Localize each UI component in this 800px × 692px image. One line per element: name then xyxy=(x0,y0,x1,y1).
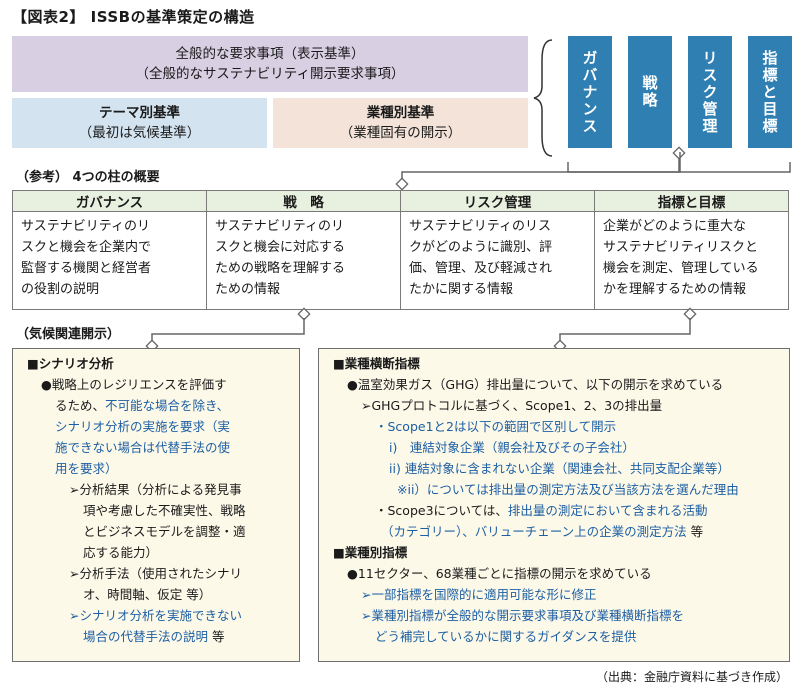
table-cell-metrics: 企業がどのように重大な サステナビリティリスクと 機会を測定、管理している かを… xyxy=(594,211,789,310)
pillar-governance: ガバナンス xyxy=(568,36,612,148)
brace-connector-diagram xyxy=(533,39,791,173)
scenario-heading: ■シナリオ分析 xyxy=(27,356,114,371)
metrics-diamond xyxy=(683,307,697,321)
table-cell-governance: サステナビリティのリ スクと機会を企業内で 監督する機関と経営者 の役割の説明 xyxy=(12,211,207,310)
scenario-line: ➢シナリオ分析を実施できない xyxy=(69,608,242,623)
metrics-line: ●11セクター、68業種ごとに指標の開示を求めている xyxy=(347,566,652,581)
metrics-line: ➢GHGプロトコルに基づく、Scope1、2、3の排出量 xyxy=(361,398,663,413)
industry-line2: （業種固有の開示） xyxy=(339,125,462,141)
cell-line: ための戦略を理解する xyxy=(215,261,346,276)
table-header-metrics: 指標と目標 xyxy=(594,190,789,212)
cell-line: 企業がどのように重大な xyxy=(603,219,747,234)
table-header-risk: リスク管理 xyxy=(400,190,595,212)
scenario-line: 応する能力） xyxy=(83,545,159,560)
bracket-diamond xyxy=(672,146,686,160)
metrics-line: ➢業種別指標が全般的な開示要求事項及び業種横断指標を xyxy=(361,608,684,623)
table-header-strategy: 戦 略 xyxy=(206,190,401,212)
theme-line1: テーマ別基準 xyxy=(99,105,180,121)
table-header-governance: ガバナンス xyxy=(12,190,207,212)
metrics-line: ・Scope1と2は以下の範囲で区別して開示 xyxy=(375,419,617,434)
table-cell-risk: サステナビリティのリス クがどのように識別、評 価、管理、及び軽減され たかに関… xyxy=(400,211,595,310)
strategy-diamond xyxy=(297,307,311,321)
general-line2: （全般的なサステナビリティ開示要求事項） xyxy=(135,66,405,82)
cell-line: の役割の説明 xyxy=(21,282,100,297)
industry-metrics-heading: ■業種別指標 xyxy=(333,545,408,560)
cell-line: クがどのように識別、評 xyxy=(409,240,553,255)
metrics-line: どう補完しているかに関するガイダンスを提供 xyxy=(375,629,637,644)
cell-line: スクと機会に対応する xyxy=(215,240,346,255)
scenario-line: とビジネスモデルを調整・適 xyxy=(83,524,246,539)
scenario-line: ➢分析手法（使用されたシナリ xyxy=(69,566,242,581)
scenario-line: 場合の代替手法の説明 等 xyxy=(83,629,225,644)
cell-line: たかに関する情報 xyxy=(409,282,514,297)
climate-label: （気候関連開示） xyxy=(16,327,121,342)
industry-line1: 業種別基準 xyxy=(366,105,435,121)
metrics-line: ・Scope3については、排出量の測定において含まれる活動 xyxy=(375,503,708,518)
figure-title: 【図表2】 ISSBの基準策定の構造 xyxy=(12,8,255,26)
metrics-line: ➢一部指標を国際的に適用可能な形に修正 xyxy=(361,587,597,602)
pillar-risk-management: リスク管理 xyxy=(688,36,732,148)
scenario-line: 項や考慮した不確実性、戦略 xyxy=(83,503,246,518)
metrics-line: i) 連結対象企業（親会社及びその子会社） xyxy=(389,440,635,455)
scenario-analysis-panel: ■シナリオ分析 ●戦略上のレジリエンスを評価す るため、不可能な場合を除き、 シ… xyxy=(12,348,300,662)
cell-line: スクと機会を企業内で xyxy=(21,240,152,255)
reference-diamond xyxy=(395,177,409,191)
theme-line2: （最初は気候基準） xyxy=(78,125,201,141)
metrics-line: ii) 連結対象に含まれない企業（関連会社、共同支配企業等） xyxy=(389,461,730,476)
cell-line: 価、管理、及び軽減され xyxy=(409,261,553,276)
metrics-line: （カテゴリー）、バリューチェーン上の企業の測定方法 等 xyxy=(381,524,704,539)
scenario-line: ➢分析結果（分析による発見事 xyxy=(69,482,242,497)
cell-line: 監督する機関と経営者 xyxy=(21,261,152,276)
reference-label: （参考） 4つの柱の概要 xyxy=(16,170,160,185)
cell-line: サステナビリティのリ xyxy=(21,219,150,234)
cell-line: ための情報 xyxy=(215,282,281,297)
industry-standard-box: 業種別基準 （業種固有の開示） xyxy=(273,98,528,148)
scenario-line: シナリオ分析の実施を要求（実 xyxy=(55,419,231,434)
scenario-line: 用を要求） xyxy=(55,461,118,476)
scenario-line: オ、時間軸、仮定 等） xyxy=(83,587,212,602)
general-requirements-box: 全般的な要求事項（表示基準） （全般的なサステナビリティ開示要求事項） xyxy=(12,36,528,92)
scenario-line: 施できない場合は代替手法の使 xyxy=(55,440,231,455)
cell-line: サステナビリティリスクと xyxy=(603,240,758,255)
table-cell-strategy: サステナビリティのリ スクと機会に対応する ための戦略を理解する ための情報 xyxy=(206,211,401,310)
curly-brace xyxy=(533,39,553,157)
metrics-line: ※ii）については排出量の測定方法及び当該方法を選んだ理由 xyxy=(397,482,739,497)
cross-industry-heading: ■業種横断指標 xyxy=(333,356,420,371)
metrics-panel: ■業種横断指標 ●温室効果ガス（GHG）排出量について、以下の開示を求めている … xyxy=(318,348,790,662)
scenario-line: るため、不可能な場合を除き、 xyxy=(55,398,230,413)
cell-line: かを理解するための情報 xyxy=(603,282,747,297)
theme-standard-box: テーマ別基準 （最初は気候基準） xyxy=(12,98,267,148)
scenario-line: ●戦略上のレジリエンスを評価す xyxy=(41,377,227,392)
pillar-metrics-targets: 指標と目標 xyxy=(748,36,792,148)
general-line1: 全般的な要求事項（表示基準） xyxy=(175,46,365,62)
cell-line: サステナビリティのリス xyxy=(409,219,551,234)
cell-line: サステナビリティのリ xyxy=(215,219,344,234)
pillar-strategy: 戦略 xyxy=(628,36,672,148)
source-note: （出典：金融庁資料に基づき作成） xyxy=(595,670,788,684)
reference-connector xyxy=(395,152,681,191)
cell-line: 機会を測定、管理している xyxy=(603,261,759,276)
metrics-line: ●温室効果ガス（GHG）排出量について、以下の開示を求めている xyxy=(347,377,724,392)
